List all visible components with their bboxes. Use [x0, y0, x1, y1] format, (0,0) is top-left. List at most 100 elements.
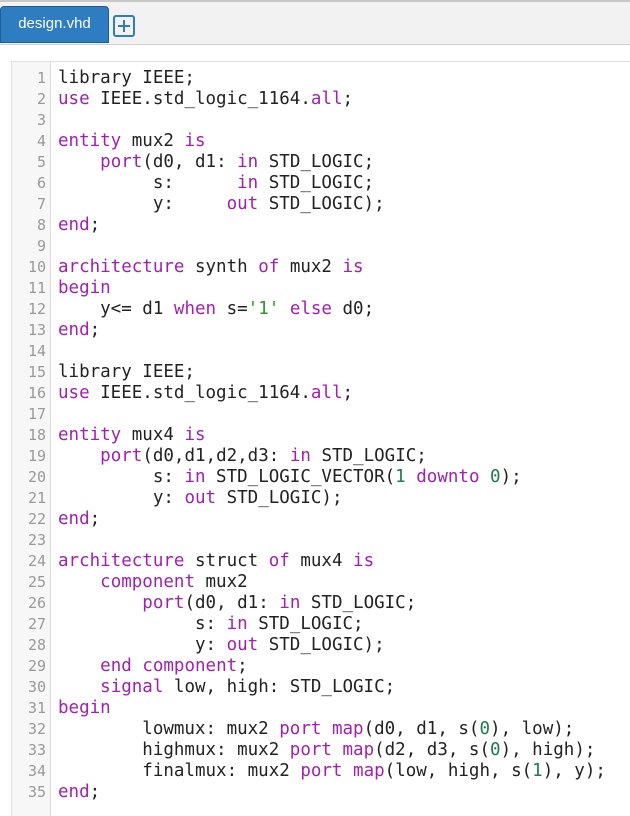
line-source: lowmux: mux2 port map(d0, d1, s(0), low)…: [58, 719, 574, 740]
line-source: architecture struct of mux4 is: [58, 551, 374, 572]
text-token: highmux: mux2: [58, 740, 290, 760]
line-source: port(d0, d1: in STD_LOGIC;: [58, 593, 416, 614]
line-source: finalmux: mux2 port map(low, high, s(1),…: [58, 761, 606, 782]
code-line[interactable]: 19 port(d0,d1,d2,d3: in STD_LOGIC;: [12, 446, 630, 467]
text-token: mux2: [121, 131, 185, 151]
text-token: ), low);: [490, 719, 575, 739]
keyword-token: port: [300, 761, 343, 781]
keyword-token: of: [258, 257, 280, 277]
code-line[interactable]: 20 s: in STD_LOGIC_VECTOR(1 downto 0);: [12, 467, 630, 488]
line-number: 12: [27, 300, 46, 318]
line-source: signal low, high: STD_LOGIC;: [58, 677, 395, 698]
line-number: 34: [27, 762, 46, 780]
keyword-token: is: [342, 257, 364, 277]
line-number: 33: [27, 741, 46, 759]
line-number: 28: [27, 636, 46, 654]
code-line[interactable]: 3: [12, 110, 630, 131]
text-token: s=: [216, 299, 248, 319]
text-token: STD_LOGIC;: [247, 614, 364, 634]
line-source: end;: [58, 215, 100, 236]
code-line[interactable]: 21 y: out STD_LOGIC);: [12, 488, 630, 509]
code-line[interactable]: 9: [12, 236, 630, 257]
code-line[interactable]: 33 highmux: mux2 port map(d2, d3, s(0), …: [12, 740, 630, 761]
line-source: entity mux4 is: [58, 425, 206, 446]
line-number: 23: [27, 531, 46, 549]
keyword-token: use: [58, 383, 90, 403]
code-line[interactable]: 27 s: in STD_LOGIC;: [12, 614, 630, 635]
text-token: y:: [58, 635, 227, 655]
keyword-token: out: [184, 488, 217, 508]
keyword-token: end: [58, 215, 90, 235]
text-token: library IEEE;: [58, 362, 195, 382]
text-token: [58, 152, 100, 172]
keyword-token: component: [100, 572, 195, 592]
code-line[interactable]: 23: [12, 530, 630, 551]
text-token: ;: [89, 782, 101, 802]
line-source: component mux2: [58, 572, 248, 593]
text-token: ;: [89, 320, 101, 340]
keyword-token: architecture: [58, 551, 185, 571]
code-line[interactable]: 16 use IEEE.std_logic_1164.all;: [12, 383, 630, 404]
text-token: STD_LOGIC);: [258, 635, 385, 655]
code-line[interactable]: 17: [12, 404, 630, 425]
code-line[interactable]: 30 signal low, high: STD_LOGIC;: [12, 677, 630, 698]
tab-bar: design.vhd: [0, 2, 630, 45]
text-token: (d0, d1:: [184, 593, 280, 613]
keyword-token: in: [237, 173, 259, 193]
text-token: ), y);: [542, 761, 606, 781]
line-source: end;: [58, 782, 100, 803]
line-number: 11: [27, 279, 46, 297]
line-source: highmux: mux2 port map(d2, d3, s(0), hig…: [58, 740, 595, 761]
code-line[interactable]: 14: [12, 341, 630, 362]
keyword-token: port: [289, 740, 332, 760]
window-top-border: [0, 0, 630, 2]
code-line[interactable]: 12 y<= d1 when s='1' else d0;: [12, 299, 630, 320]
line-source: end;: [58, 509, 100, 530]
code-line[interactable]: 26 port(d0, d1: in STD_LOGIC;: [12, 593, 630, 614]
text-token: ;: [342, 89, 354, 109]
line-number: 7: [36, 195, 46, 213]
code-line[interactable]: 6 s: in STD_LOGIC;: [12, 173, 630, 194]
text-token: [58, 572, 100, 592]
line-number: 14: [27, 342, 46, 360]
code-line[interactable]: 29 end component;: [12, 656, 630, 677]
code-line[interactable]: 28 y: out STD_LOGIC);: [12, 635, 630, 656]
text-token: mux2: [194, 572, 248, 592]
line-source: begin: [58, 698, 111, 719]
code-line[interactable]: 7 y: out STD_LOGIC);: [12, 194, 630, 215]
code-line[interactable]: 5 port(d0, d1: in STD_LOGIC;: [12, 152, 630, 173]
text-token: synth: [184, 257, 259, 277]
line-source: use IEEE.std_logic_1164.all;: [58, 383, 353, 404]
text-token: finalmux: mux2: [58, 761, 301, 781]
text-token: [406, 467, 417, 487]
text-token: );: [500, 467, 522, 487]
keyword-token: in: [226, 614, 248, 634]
code-line[interactable]: 32 lowmux: mux2 port map(d0, d1, s(0), l…: [12, 719, 630, 740]
text-token: STD_LOGIC;: [258, 152, 375, 172]
line-number: 16: [27, 384, 46, 402]
text-token: low, high: STD_LOGIC;: [163, 677, 396, 697]
number-token: 0: [490, 467, 501, 487]
code-line[interactable]: 25 component mux2: [12, 572, 630, 593]
tab-design-vhd[interactable]: design.vhd: [0, 6, 109, 43]
add-tab-button[interactable]: [113, 15, 135, 37]
code-line[interactable]: 34 finalmux: mux2 port map(low, high, s(…: [12, 761, 630, 782]
text-token: d0;: [331, 299, 375, 319]
keyword-token: port: [142, 593, 185, 613]
number-token: 1: [395, 467, 406, 487]
